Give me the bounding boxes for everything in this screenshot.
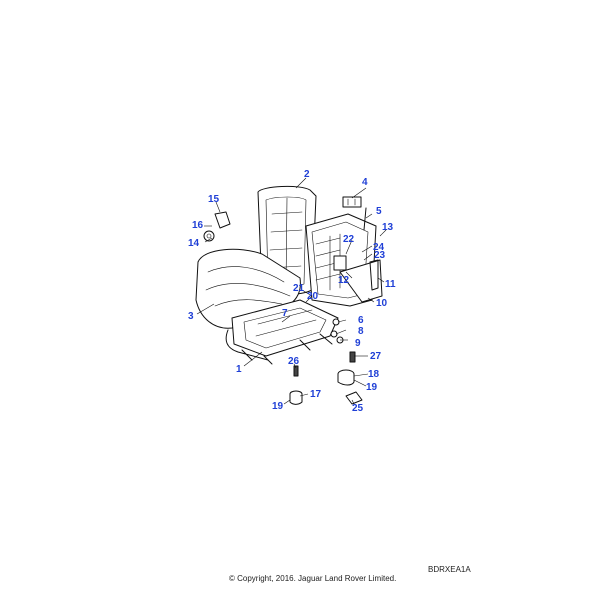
callout-10: 10 <box>376 298 388 309</box>
callout-25: 25 <box>352 403 364 414</box>
callout-labels: 1 2 3 4 5 6 7 8 9 10 11 12 13 14 15 16 1… <box>188 169 396 414</box>
callout-3: 3 <box>188 311 194 322</box>
callout-26: 26 <box>288 356 300 367</box>
recliner-handle <box>203 211 231 242</box>
fixings <box>289 318 363 405</box>
callout-13: 13 <box>382 222 394 233</box>
callout-20: 20 <box>307 291 319 302</box>
leader-lines <box>196 177 387 405</box>
diagram-reference-code: BDRXEA1A <box>428 565 471 574</box>
callout-6: 6 <box>358 315 364 326</box>
callout-11: 11 <box>385 279 396 290</box>
callout-18: 18 <box>368 369 380 380</box>
callout-9: 9 <box>355 338 361 349</box>
callout-19: 19 <box>366 382 378 393</box>
callout-19-lower: 19 <box>272 401 284 412</box>
head-restraint-guide <box>342 196 367 231</box>
callout-23: 23 <box>374 250 386 261</box>
callout-5: 5 <box>376 206 382 217</box>
callout-1: 1 <box>236 364 242 375</box>
callout-15: 15 <box>208 194 220 205</box>
callout-22: 22 <box>343 234 355 245</box>
backrest-frame <box>305 213 383 307</box>
callout-7: 7 <box>282 308 288 319</box>
callout-17: 17 <box>310 389 322 400</box>
seat-frame <box>225 299 339 365</box>
copyright-notice: © Copyright, 2016. Jaguar Land Rover Lim… <box>229 574 397 583</box>
callout-16: 16 <box>192 220 204 231</box>
callout-24: 24 <box>373 242 385 253</box>
callout-2: 2 <box>304 169 310 180</box>
callout-4: 4 <box>362 177 368 188</box>
callout-14: 14 <box>188 238 200 249</box>
callout-21: 21 <box>293 283 305 294</box>
callout-27: 27 <box>370 351 382 362</box>
callout-12: 12 <box>338 275 350 286</box>
callout-8: 8 <box>358 326 364 337</box>
